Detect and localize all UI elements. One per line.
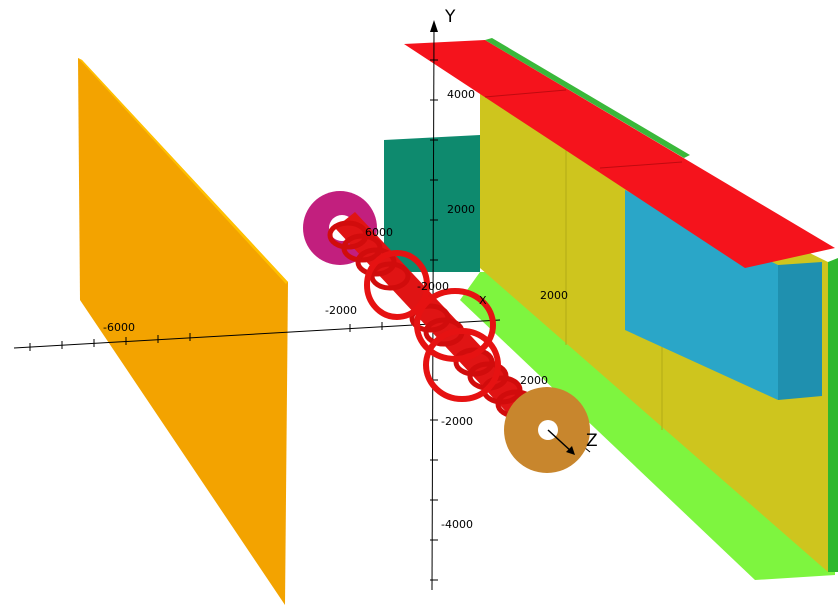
cyan-block-side (778, 262, 822, 400)
x-axis-label: X (479, 294, 487, 307)
orange-panel (78, 58, 288, 605)
y-tick-label: 4000 (447, 88, 475, 101)
green-floor (460, 272, 835, 580)
teal-block (384, 135, 480, 272)
z-axis-label: Z (586, 431, 598, 451)
red-roof (404, 40, 835, 268)
y-tick-label: -4000 (441, 518, 473, 531)
cyan-block (625, 190, 778, 400)
y-axis-ticks (430, 59, 438, 581)
x-tick-label: 2000 (540, 289, 568, 302)
z-tick-label: 6000 (365, 226, 393, 239)
y-tick-label: -2000 (441, 415, 473, 428)
z-tick-label: 2000 (520, 374, 548, 387)
z-tick-label: -2000 (417, 280, 449, 293)
x-tick-label: -6000 (103, 321, 135, 334)
y-axis-label: Y (444, 7, 456, 27)
green-right-edge (828, 258, 838, 572)
y-axis-arrow (430, 20, 438, 32)
orange-panel-edge (78, 58, 288, 284)
green-top-edge (485, 38, 690, 158)
y-tick-label: 2000 (447, 203, 475, 216)
x-tick-label: -2000 (325, 304, 357, 317)
large-rings (364, 250, 501, 402)
x-axis-ticks (29, 322, 383, 351)
